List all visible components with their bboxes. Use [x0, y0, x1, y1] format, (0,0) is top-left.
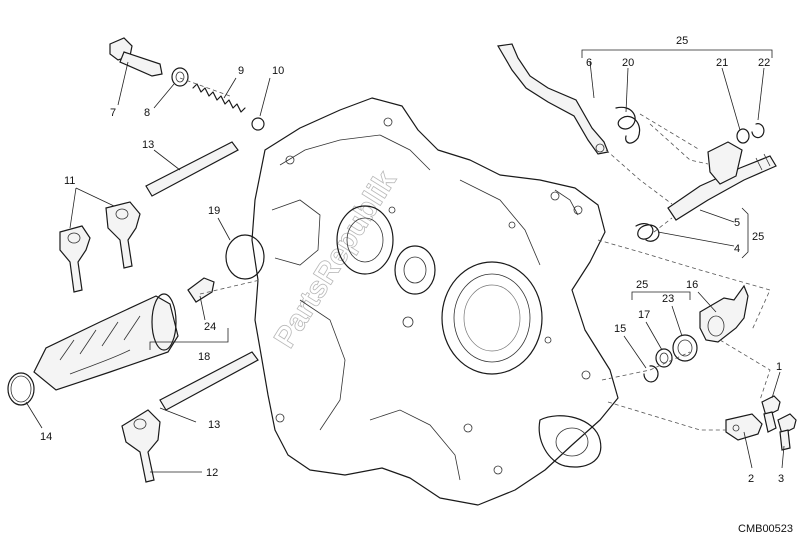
- callout-12: 12: [206, 467, 218, 479]
- crankcase-half: [251, 97, 619, 506]
- spring-part-9: [192, 83, 246, 113]
- callout-25-lower: 25: [636, 279, 648, 291]
- pin-part-24: [187, 277, 215, 303]
- screw-part-1: [761, 395, 781, 433]
- plate-part-16: [699, 284, 749, 343]
- oring-part-14: [7, 372, 35, 406]
- callout-13-upper: 13: [142, 139, 154, 151]
- callout-9: 9: [238, 65, 244, 77]
- circlip-part-15: [643, 365, 659, 383]
- callout-11: 11: [64, 175, 75, 187]
- callout-25-right: 25: [752, 231, 764, 243]
- callout-18: 18: [198, 351, 210, 363]
- callout-23: 23: [662, 293, 674, 305]
- plate-part-2: [725, 413, 763, 441]
- circlip-part-22: [751, 123, 765, 139]
- callout-5: 5: [734, 217, 740, 229]
- callout-8: 8: [144, 107, 150, 119]
- circlip-part-21: [736, 128, 750, 144]
- callout-6: 6: [586, 57, 592, 69]
- shaft-part-13-lower: [159, 351, 259, 411]
- callout-17: 17: [638, 309, 650, 321]
- callout-25-top: 25: [676, 35, 688, 47]
- callout-20: 20: [622, 57, 634, 69]
- bolt-part-7: [109, 37, 163, 77]
- callout-19: 19: [208, 205, 220, 217]
- callout-22: 22: [758, 57, 770, 69]
- callout-4: 4: [734, 243, 740, 255]
- leader-lines: [25, 49, 785, 473]
- watermark: PartsRepublik: [268, 165, 403, 354]
- callout-13-lower: 13: [208, 419, 220, 431]
- callout-14: 14: [40, 431, 52, 443]
- callout-2: 2: [748, 473, 754, 485]
- callout-1: 1: [776, 361, 782, 373]
- shift-fork-part-11-left: [59, 225, 91, 293]
- callout-24: 24: [204, 321, 216, 333]
- callout-7: 7: [110, 107, 116, 119]
- diagram-code: CMB00523: [738, 523, 793, 535]
- shift-fork-part-12: [121, 409, 161, 483]
- callout-21: 21: [716, 57, 728, 69]
- callout-16: 16: [686, 279, 698, 291]
- assembly-lines: [179, 77, 771, 431]
- shift-fork-part-11-right: [105, 201, 141, 269]
- shift-drum-part-18: [33, 293, 179, 391]
- washer-part-8: [171, 67, 189, 87]
- callout-10: 10: [272, 65, 284, 77]
- callout-3: 3: [778, 473, 784, 485]
- seal-part-23: [672, 334, 698, 362]
- selector-shaft-part-5: [667, 141, 777, 221]
- spring-part-4: [635, 222, 660, 242]
- oring-part-19: [225, 234, 265, 280]
- spring-part-20: [615, 106, 641, 144]
- callout-labels: 7 8 9 10 13 11 19 24 18 14 13 12 25 6 20…: [40, 35, 784, 485]
- lever-part-6: [497, 43, 609, 155]
- callout-15: 15: [614, 323, 626, 335]
- screw-part-3: [777, 413, 797, 451]
- ball-part-10: [251, 117, 265, 131]
- washer-part-17: [655, 348, 673, 368]
- shaft-part-13-upper: [145, 141, 239, 197]
